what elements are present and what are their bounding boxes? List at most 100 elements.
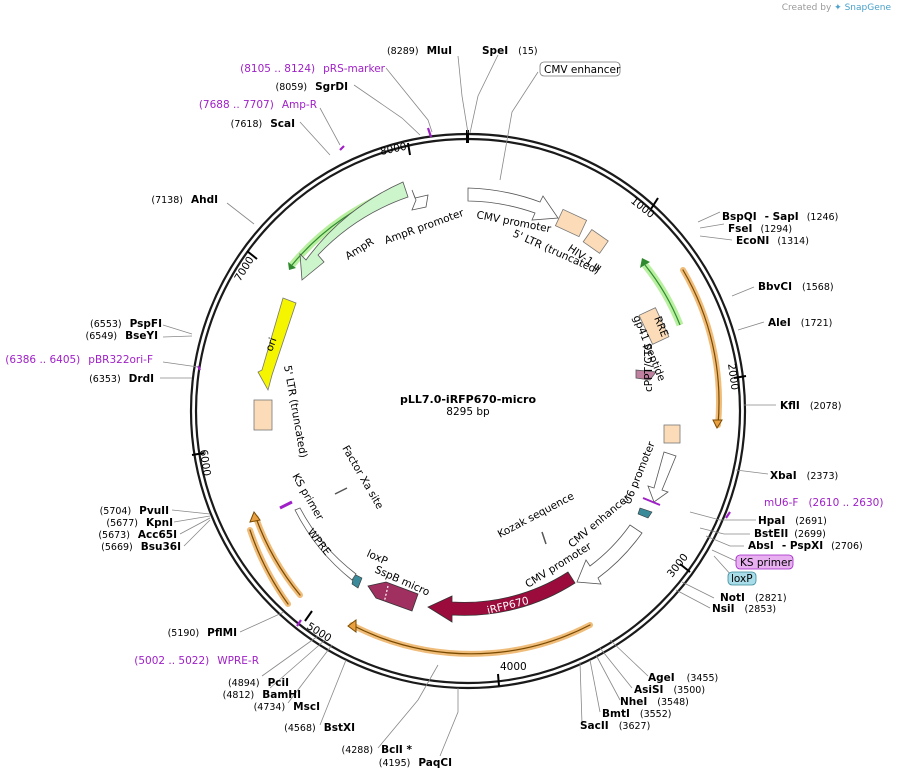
site-kpni[interactable]: (5677)KpnI xyxy=(106,517,173,529)
site-mlui[interactable]: (8289)MluI xyxy=(387,45,452,57)
tick-7000 xyxy=(246,250,258,260)
leader-lines xyxy=(160,54,776,757)
tick-marks xyxy=(191,142,747,687)
outer-arc-left-1-head xyxy=(249,510,261,523)
tick-label-3000: 3000 xyxy=(665,551,691,579)
tick-6000 xyxy=(191,452,205,456)
tick-label-5000: 5000 xyxy=(304,620,333,644)
primer-mark-pbr322ori-f xyxy=(197,365,201,371)
loxp-box xyxy=(727,571,757,586)
site-bbvci[interactable]: BbvCI(1568) xyxy=(758,281,834,293)
site-pspfi[interactable]: (6553)PspFI xyxy=(90,318,162,330)
site-bsteii[interactable]: BstEII(2699) xyxy=(754,528,826,540)
gp41-feature xyxy=(635,369,657,381)
cmv-enhancer-outer-label[interactable]: CMV enhancer xyxy=(544,64,621,76)
site-bamhi[interactable]: (4812)BamHI xyxy=(223,689,301,701)
primer-prs-marker[interactable]: (8105 .. 8124)pRS-marker xyxy=(240,63,386,75)
ltr-left-feature xyxy=(253,399,273,431)
site-agei[interactable]: AgeI(3455) xyxy=(648,672,718,684)
ks-primer-inner-feature xyxy=(279,500,293,510)
credit-brand: SnapGene xyxy=(844,3,891,13)
site-hpai[interactable]: HpaI(2691) xyxy=(758,515,827,527)
site-nhei[interactable]: NheI(3548) xyxy=(620,696,689,708)
ks-primer-box-label[interactable]: KS primer xyxy=(740,557,792,569)
site-xbai[interactable]: XbaI(2373) xyxy=(770,470,838,482)
site-bstxi[interactable]: (4568)BstXI xyxy=(284,722,355,734)
kozak-label: Kozak sequence xyxy=(496,490,576,540)
ampr-label: AmpR xyxy=(343,236,376,263)
tick-label-8000: 8000 xyxy=(379,141,408,158)
primer-mu6-f[interactable]: mU6-F(2610 .. 2630) xyxy=(764,497,883,509)
site-drdi[interactable]: (6353)DrdI xyxy=(89,373,154,385)
loxp-right-feature xyxy=(637,507,653,519)
primer-mark-prs-marker xyxy=(426,127,433,138)
boxed-labels: CMV enhancer KS primer loxP xyxy=(539,61,794,586)
tick-5000 xyxy=(304,610,313,622)
hiv-psi-feature xyxy=(582,228,609,254)
credit: Created by ✦ SnapGene xyxy=(782,3,891,13)
cmv-enhancer-inner-feature xyxy=(576,524,643,585)
ampr-promoter-label: AmpR promoter xyxy=(383,207,466,247)
primer-labels: (8105 .. 8124)pRS-marker (7688 .. 7707)A… xyxy=(5,63,883,667)
u6-promoter-feature xyxy=(647,451,677,503)
outer-feature-arcs xyxy=(247,267,723,657)
tick-1000 xyxy=(650,197,659,210)
primer-amp-r[interactable]: (7688 .. 7707)Amp-R xyxy=(199,99,317,111)
primer-mark-mu6-f xyxy=(725,511,731,519)
site-msci[interactable]: (4734)MscI xyxy=(254,701,320,713)
plasmid-length: 8295 bp xyxy=(446,406,490,418)
site-bseyi[interactable]: (6549)BseYI xyxy=(86,330,158,342)
site-alei[interactable]: AleI(1721) xyxy=(768,317,832,329)
site-fsei[interactable]: FseI(1294) xyxy=(728,223,792,235)
primer-marks xyxy=(197,127,731,627)
cppt-feature xyxy=(663,424,681,444)
site-nsii[interactable]: NsiI(2853) xyxy=(712,603,776,615)
site-ahdi[interactable]: (7138)AhdI xyxy=(151,194,218,206)
tick-label-6000: 6000 xyxy=(197,449,213,477)
site-sacii[interactable]: SacII(3627) xyxy=(580,720,650,732)
site-absi[interactable]: AbsI- PspXI(2706) xyxy=(748,540,863,552)
site-pcii[interactable]: (4894)PciI xyxy=(228,677,289,689)
loxp-box-label[interactable]: loxP xyxy=(731,573,753,585)
site-acc65i[interactable]: (5673)Acc65I xyxy=(98,529,177,541)
wpre-feature xyxy=(294,507,357,581)
tick-4000 xyxy=(497,673,500,687)
site-sgrdi[interactable]: (8059)SgrDI xyxy=(276,81,348,93)
ks-primer-box xyxy=(735,554,794,570)
site-noti[interactable]: NotI(2821) xyxy=(720,592,787,604)
ks-primer-inner-label: KS primer xyxy=(289,472,326,523)
site-kfli[interactable]: KflI(2078) xyxy=(780,400,841,412)
tick-2000 xyxy=(733,375,747,379)
site-paqci[interactable]: (4195)PaqCI xyxy=(379,757,452,769)
ltr-left-label: 5' LTR (truncated) xyxy=(281,364,309,458)
site-bcli[interactable]: (4288)BclI * xyxy=(342,744,413,756)
ori-label: ori xyxy=(264,336,280,353)
site-scai[interactable]: (7618)ScaI xyxy=(231,118,295,130)
tick-label-4000: 4000 xyxy=(500,661,527,673)
ltr-top-feature xyxy=(554,208,588,238)
ori-feature xyxy=(257,297,297,392)
cmv-enhancer-outer-box xyxy=(539,61,621,77)
ampr-feature xyxy=(299,181,409,281)
primer-mark-amp-r xyxy=(339,145,345,151)
rre-feature xyxy=(638,307,670,345)
tick-label-1000: 1000 xyxy=(628,195,656,221)
primer-pbr322ori-f[interactable]: (6386 .. 6405)pBR322ori-F xyxy=(5,354,153,366)
site-bmti[interactable]: BmtI(3552) xyxy=(602,708,671,720)
site-econi[interactable]: EcoNI(1314) xyxy=(736,235,809,247)
site-asisi[interactable]: AsiSI(3500) xyxy=(634,684,705,696)
rre-green-arc xyxy=(640,258,684,327)
site-bspqi[interactable]: BspQI- SapI(1246) xyxy=(722,211,838,223)
site-pvuii[interactable]: (5704)PvuII xyxy=(100,505,169,517)
site-bsu36i[interactable]: (5669)Bsu36I xyxy=(101,541,181,553)
outer-arc-bottom xyxy=(349,622,593,657)
tick-8000 xyxy=(407,142,411,156)
factor-xa-feature xyxy=(334,487,348,495)
outer-arc-rre-head xyxy=(712,419,723,430)
credit-prefix: Created by xyxy=(781,3,832,13)
primer-wpre-r[interactable]: (5002 .. 5022)WPRE-R xyxy=(134,655,259,667)
site-spei[interactable]: SpeI(15) xyxy=(482,45,538,57)
site-pflmi[interactable]: (5190)PflMI xyxy=(168,627,237,639)
cut-sites-left: (8289)MluI (8059)SgrDI (7618)ScaI (7138)… xyxy=(86,45,452,769)
